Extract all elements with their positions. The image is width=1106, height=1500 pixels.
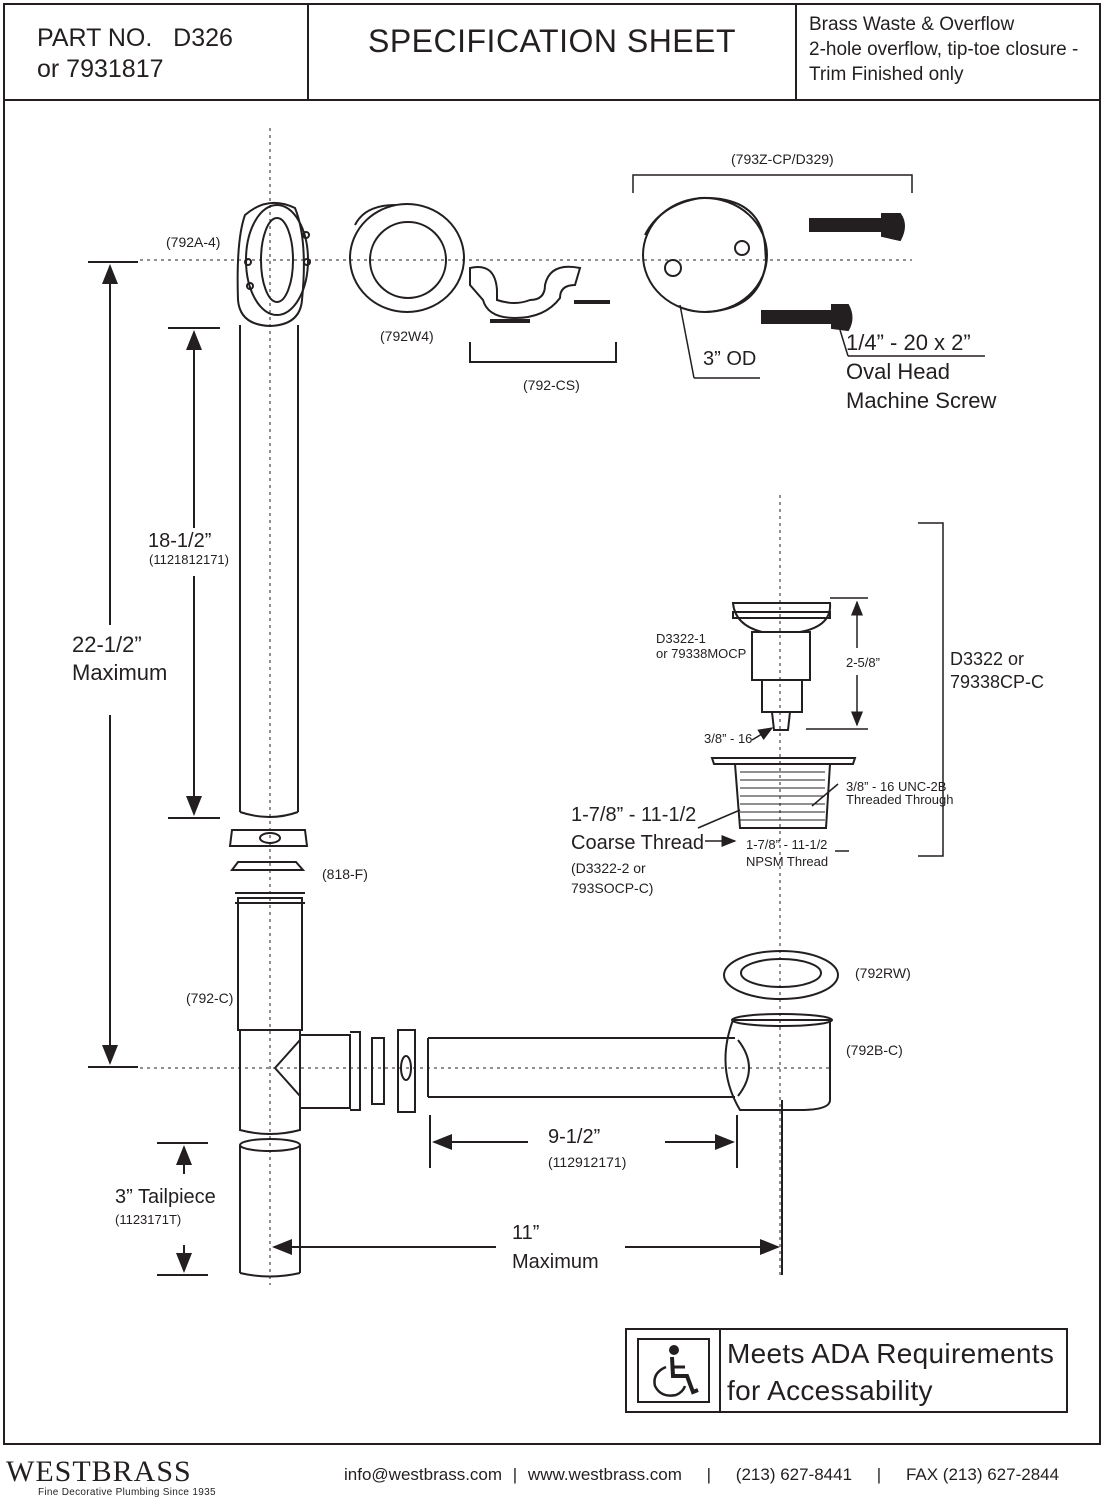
footer-sep: | [512,1465,518,1484]
dim-22-half [88,261,138,1068]
label-d3322-2: 79338CP-C [950,672,1045,692]
label-dim-11-sub: Maximum [512,1251,599,1273]
label-cs: (792-CS) [523,377,580,393]
label-shoe: (792B-C) [846,1042,903,1058]
label-dim-22: 22-1/2” [72,632,142,657]
label-od: 3” OD [703,348,757,370]
label-coarse-1: 1-7/8” - 11-1/2 [571,804,697,826]
label-dim-9-half: 9-1/2” [548,1126,601,1148]
cs-bracket [469,265,610,323]
header: PART NO. D326 or 7931817 SPECIFICATION S… [3,3,1101,101]
dim-tailpiece [157,1142,208,1276]
label-unc-2: Threaded Through [846,792,954,807]
od-leader [679,304,695,379]
cs-bracket-dim [469,342,617,363]
label-screw-size: 1/4” - 20 x 2” [846,330,971,355]
overflow-washer [349,203,465,313]
label-dim-18-code: (1121812171) [149,552,229,567]
part-number-alt: or 7931817 [37,55,164,83]
westbrass-logo: WESTBRASS [6,1455,192,1488]
dim-11 [272,1100,783,1275]
tailpiece [239,1138,301,1278]
label-coarse-4: 793SOCP-C) [571,880,654,896]
desc-line-3: Trim Finished only [809,64,964,85]
label-tailpiece: 3” Tailpiece [115,1186,216,1208]
label-dim-11: 11” [512,1222,540,1244]
wheelchair-icon [637,1338,710,1403]
label-faceplate: (793Z-CP/D329) [731,151,834,167]
part-number-cell: PART NO. D326 or 7931817 [3,3,309,99]
label-stopper-2: or 79338MOCP [656,646,747,661]
label-dim-2-5-8: 2-5/8” [846,655,880,670]
sheet-border [3,3,1101,1445]
label-screw-type-2: Machine Screw [846,388,997,413]
horizontal-nut [371,1029,416,1113]
part-number: D326 [173,24,233,52]
desc-line-2: 2-hole overflow, tip-toe closure - [809,39,1079,60]
dim-18-half [168,327,220,819]
label-coarse-2: Coarse Thread [571,832,705,854]
label-thread-38: 3/8” - 16 [704,731,753,746]
ada-notice: Meets ADA Requirements for Accessability [625,1328,1068,1413]
label-washer: (792W4) [380,328,434,344]
desc-line-1: Brass Waste & Overflow [809,14,1015,35]
part-label: PART NO. [37,24,153,52]
footer-web[interactable]: www.westbrass.com [527,1465,682,1484]
stopper-body [710,757,857,829]
label-npsm-2: NPSM Thread [746,854,829,869]
oval-head-screws [761,213,905,332]
dim-2-5-8 [806,597,868,730]
product-description: Brass Waste & Overflow 2-hole overflow, … [797,3,1101,99]
logo-tagline: Fine Decorative Plumbing Since 1935 [38,1487,216,1498]
label-dim-18: 18-1/2” [148,530,212,552]
label-coarse-3: (D3322-2 or [571,860,646,876]
label-tee: (792-C) [186,990,234,1006]
tee [235,892,361,1135]
footer-contact: info@westbrass.com | www.westbrass.com |… [344,1465,1059,1485]
ada-text: Meets ADA Requirements for Accessability [727,1335,1054,1409]
gasket [228,829,309,871]
label-tailpiece-code: (1123171T) [115,1212,182,1227]
label-d3322-1: D3322 or [950,649,1025,669]
label-npsm-1: 1-7/8” - 11-1/2 [746,837,828,852]
label-dim-22-sub: Maximum [72,660,168,685]
drain-shoe [724,1013,833,1111]
footer-fax: FAX (213) 627-2844 [905,1465,1060,1484]
footer-sep: | [706,1465,712,1484]
overflow-elbow [236,201,311,328]
label-unc-1: 3/8” - 16 UNC-2B [846,779,947,794]
sheet-title: SPECIFICATION SHEET [309,3,797,99]
faceplate [632,174,913,313]
exploded-drawing [88,128,985,1285]
footer-sep: | [876,1465,882,1484]
label-screw-type-1: Oval Head [846,359,950,384]
footer-phone: (213) 627-8441 [735,1465,853,1484]
label-rubber-washer: (792RW) [855,965,911,981]
dim-9-half [429,1115,738,1168]
overflow-pipe [239,325,299,818]
ada-line-2: for Accessability [727,1375,933,1406]
label-dim-9-half-code: (112912171) [548,1154,627,1170]
d3322-bracket [918,522,944,857]
ada-divider [719,1330,721,1411]
label-overflow-elbow: (792A-4) [166,234,221,250]
centerlines [140,128,912,1285]
label-stopper-1: D3322-1 [656,631,706,646]
rubber-washer [723,950,839,1000]
horizontal-pipe [427,1037,735,1098]
ada-line-1: Meets ADA Requirements [727,1338,1055,1369]
footer-email[interactable]: info@westbrass.com [344,1465,503,1484]
stopper [731,602,832,731]
label-gasket: (818-F) [322,866,368,882]
